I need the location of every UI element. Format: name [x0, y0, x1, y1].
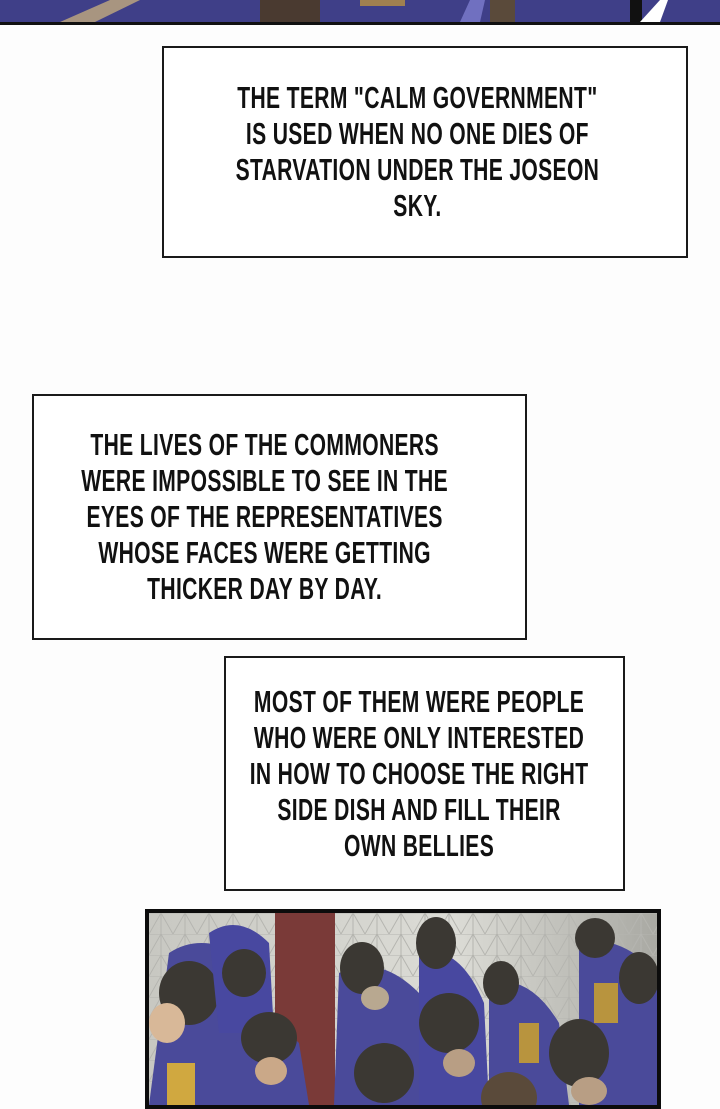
- caption-line: STARVATION UNDER THE JOSEON: [235, 152, 600, 187]
- narration-box-side-dish: MOST OF THEM WERE PEOPLE WHO WERE ONLY I…: [224, 656, 625, 891]
- bowing-officials-panel: [145, 909, 661, 1109]
- caption-line: SIDE DISH AND FILL THEIR: [277, 791, 562, 827]
- bowing-officials-illustration: [149, 913, 657, 1105]
- caption-line: THE LIVES OF THE COMMONERS: [90, 427, 439, 462]
- caption-line: EYES OF THE REPRESENTATIVES: [86, 499, 443, 534]
- caption-line: SKY.: [393, 188, 442, 223]
- previous-panel-illustration: [0, 0, 720, 25]
- caption-line: THICKER DAY BY DAY.: [147, 571, 382, 606]
- officials-robes-illustration: [0, 0, 720, 22]
- caption-line: OWN BELLIES: [344, 827, 495, 863]
- narration-box-calm-government: THE TERM "CALM GOVERNMENT" IS USED WHEN …: [162, 46, 688, 258]
- caption-line: IN HOW TO CHOOSE THE RIGHT: [250, 755, 589, 791]
- caption-line: WHOSE FACES WERE GETTING: [98, 535, 431, 570]
- caption-line: WERE IMPOSSIBLE TO SEE IN THE: [81, 463, 448, 498]
- caption-line: WHO WERE ONLY INTERESTED: [254, 719, 585, 755]
- caption-line: MOST OF THEM WERE PEOPLE: [254, 683, 585, 719]
- narration-box-commoners: THE LIVES OF THE COMMONERS WERE IMPOSSIB…: [32, 394, 527, 640]
- caption-line: IS USED WHEN NO ONE DIES OF: [246, 116, 589, 151]
- caption-line: THE TERM "CALM GOVERNMENT": [237, 80, 598, 115]
